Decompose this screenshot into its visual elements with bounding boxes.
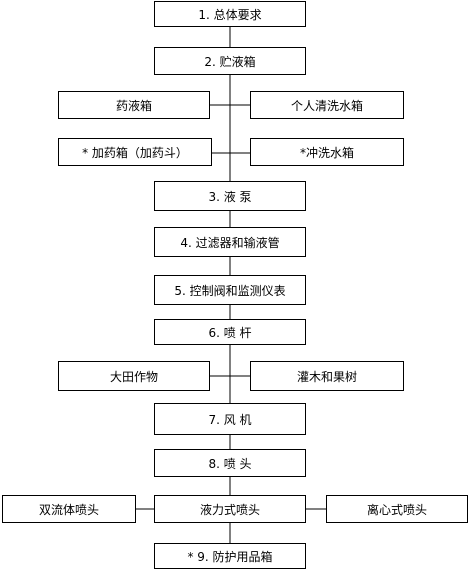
node-mixing-tank: * 加药箱（加药斗） [58,138,212,166]
node-valves-gauges: 5. 控制阀和监测仪表 [154,275,306,305]
node-centrifugal-nozzle: 离心式喷头 [326,495,468,523]
node-shrubs-orchards: 灌木和果树 [250,361,404,391]
node-field-crops: 大田作物 [58,361,210,391]
node-protective-equipment-box: * 9. 防护用品箱 [154,543,306,569]
node-hydraulic-nozzle: 液力式喷头 [154,495,306,523]
node-boom: 6. 喷 杆 [154,319,306,345]
node-nozzle: 8. 喷 头 [154,449,306,477]
node-fan: 7. 风 机 [154,403,306,435]
node-pump: 3. 液 泵 [154,181,306,211]
node-chemical-tank: 药液箱 [58,91,210,119]
node-storage-tank: 2. 贮液箱 [154,47,306,75]
node-filter-hose: 4. 过滤器和输液管 [154,227,306,257]
node-general-requirements: 1. 总体要求 [154,1,306,27]
node-flush-tank: *冲洗水箱 [250,138,404,166]
node-twin-fluid-nozzle: 双流体喷头 [2,495,136,523]
node-personal-wash-tank: 个人清洗水箱 [250,91,404,119]
